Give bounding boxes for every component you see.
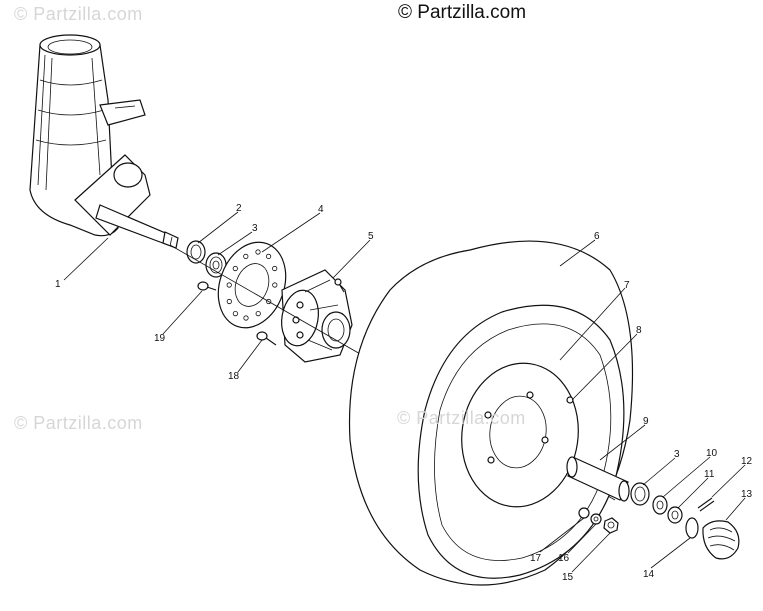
disc-hole: [272, 265, 278, 272]
disc-hole: [243, 315, 249, 321]
outer-bearing: [630, 482, 650, 506]
callout-16: 16: [558, 553, 570, 564]
o-ring: [685, 517, 699, 539]
wheel-hub: [281, 269, 353, 363]
callout-1: 1: [55, 279, 61, 290]
disc-hole: [232, 265, 238, 272]
callout-11: 11: [704, 469, 715, 480]
callout-15: 15: [562, 572, 574, 583]
disc-hole: [255, 310, 261, 317]
dust-cap: [702, 520, 740, 560]
callout-6: 6: [594, 231, 600, 242]
leader-lines: [63, 211, 746, 573]
callout-17: 17: [530, 553, 542, 564]
spacer-sleeve: [566, 456, 630, 502]
disc-hole: [255, 249, 261, 255]
lock-washer: [590, 513, 602, 525]
callout-12: 12: [741, 456, 753, 467]
watermark-mid-left: © Partzilla.com: [14, 413, 143, 433]
cotter-pin: [697, 497, 715, 512]
callout-9: 9: [643, 416, 649, 427]
copyright-text: © Partzilla.com: [398, 2, 527, 23]
callout-3-outer: 3: [674, 449, 680, 460]
callout-2: 2: [236, 203, 242, 214]
callout-8: 8: [636, 325, 642, 336]
castle-nut: [667, 506, 683, 524]
callout-18: 18: [228, 371, 240, 382]
disc-hole: [226, 282, 232, 288]
flat-washer: [578, 507, 590, 519]
disc-hole: [266, 298, 272, 305]
callout-14: 14: [643, 569, 655, 580]
disc-hole: [243, 253, 249, 259]
callout-3: 3: [252, 223, 258, 234]
callout-5: 5: [368, 231, 374, 242]
watermark-top-left: © Partzilla.com: [14, 4, 143, 24]
washer: [652, 495, 668, 515]
callout-7: 7: [624, 280, 630, 291]
wheel-rim: [461, 362, 579, 508]
callout-19: 19: [154, 333, 166, 344]
lug-nut: [603, 517, 619, 534]
disc-hole: [265, 253, 272, 259]
watermark-center: © Partzilla.com: [397, 408, 526, 428]
disc-hole: [232, 310, 238, 317]
disc-bolt: [197, 281, 217, 291]
callout-4: 4: [318, 204, 324, 215]
callout-13: 13: [741, 489, 753, 500]
disc-hole: [272, 282, 278, 288]
callout-10: 10: [706, 448, 718, 459]
spindle-housing: [29, 34, 179, 249]
inner-bearing: [205, 252, 227, 278]
disc-hole: [226, 298, 232, 305]
callout-labels: 1 2 3 4 5 6 7 8 9 3 10 11 12 13 14 15 16…: [55, 203, 753, 583]
